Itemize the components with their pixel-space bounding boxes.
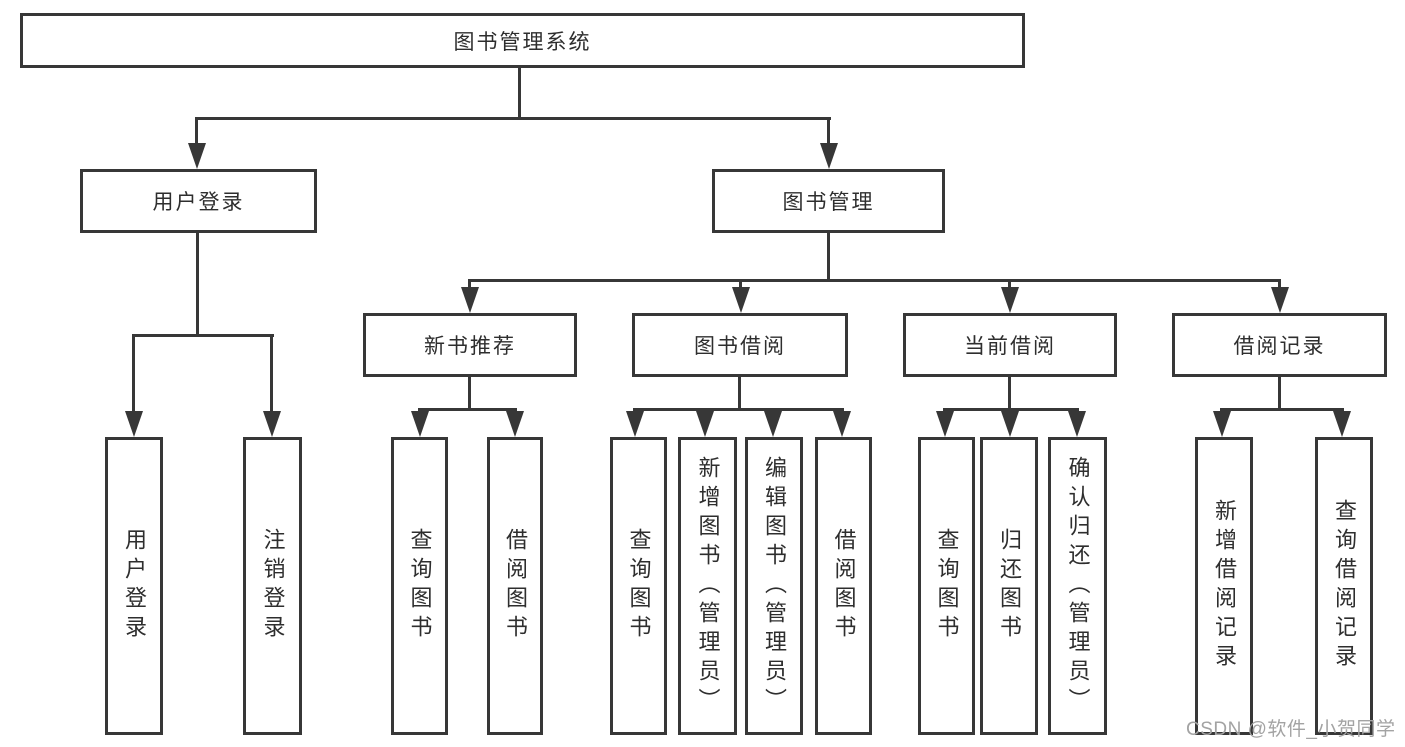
arrowhead-new-books [461, 287, 479, 313]
leaf-label: 用户登录 [122, 528, 147, 644]
arrowhead-current-return [1001, 411, 1019, 437]
connector-current-rail [943, 408, 1079, 411]
node-user-login-branch: 用户登录 [80, 169, 317, 233]
leaf-borrowing-edit-books-admin: 编辑图书（管理员） [745, 437, 803, 735]
arrowhead-current-confirm [1068, 411, 1086, 437]
node-book-management-branch: 图书管理 [712, 169, 945, 233]
leaf-logout: 注销登录 [243, 437, 302, 735]
connector-recommend-rail [418, 408, 517, 411]
arrowhead-user-login [188, 143, 206, 169]
arrowhead-current-borrow [1001, 287, 1019, 313]
connector-root-rail [196, 117, 831, 120]
connector-login-rail [132, 334, 274, 337]
connector-drop-user-login [195, 117, 198, 147]
arrowhead-borrowing-add [696, 411, 714, 437]
connector-root-stem [518, 67, 521, 118]
leaf-label: 编辑图书（管理员） [762, 455, 787, 717]
node-borrowing-records: 借阅记录 [1172, 313, 1387, 377]
connector-mgmt-rail [468, 279, 1281, 282]
leaf-borrowing-add-books-admin: 新增图书（管理员） [678, 437, 737, 735]
connector-drop-current-borrow [1008, 279, 1011, 291]
node-current-borrowing: 当前借阅 [903, 313, 1117, 377]
arrowhead-records-query [1333, 411, 1351, 437]
arrowhead-recommend-query [411, 411, 429, 437]
leaf-current-return-books: 归还图书 [980, 437, 1038, 735]
leaf-recommend-borrow-books: 借阅图书 [487, 437, 543, 735]
connector-records-rail [1220, 408, 1344, 411]
connector-drop-book-mgmt [827, 117, 830, 147]
arrowhead-records-add [1213, 411, 1231, 437]
leaf-borrowing-borrow-books: 借阅图书 [815, 437, 872, 735]
leaf-label: 借阅图书 [503, 528, 528, 644]
connector-mgmt-stem [827, 232, 830, 280]
connector-drop-book-borrow [739, 279, 742, 291]
connector-drop-logout-leaf [270, 334, 273, 413]
leaf-label: 新增图书（管理员） [695, 455, 721, 717]
connector-recommend-stem [468, 376, 471, 410]
connector-current-stem [1008, 376, 1011, 410]
leaf-label: 确认归还（管理员） [1065, 455, 1091, 717]
arrowhead-login-leaf [125, 411, 143, 437]
leaf-label: 归还图书 [997, 528, 1022, 644]
leaf-recommend-query-books: 查询图书 [391, 437, 448, 735]
arrowhead-logout-leaf [263, 411, 281, 437]
leaf-label: 查询图书 [626, 528, 652, 644]
leaf-label: 注销登录 [260, 528, 286, 644]
leaf-label: 查询图书 [407, 528, 433, 644]
connector-drop-new-books [468, 279, 471, 291]
connector-records-stem [1278, 376, 1281, 410]
arrowhead-book-borrow [732, 287, 750, 313]
leaf-current-confirm-return-admin: 确认归还（管理员） [1048, 437, 1107, 735]
node-book-borrowing: 图书借阅 [632, 313, 848, 377]
arrowhead-borrowing-query [626, 411, 644, 437]
leaf-label: 查询借阅记录 [1332, 499, 1357, 673]
node-library-management-system: 图书管理系统 [20, 13, 1025, 68]
arrowhead-book-mgmt [820, 143, 838, 169]
leaf-label: 借阅图书 [831, 528, 857, 644]
arrowhead-current-query [936, 411, 954, 437]
arrowhead-borrowing-borrow [833, 411, 851, 437]
connector-borrowing-rail [633, 408, 844, 411]
arrowhead-recommend-borrow [506, 411, 524, 437]
connector-login-stem [196, 232, 199, 336]
connector-drop-login-leaf [132, 334, 135, 413]
leaf-label: 新增借阅记录 [1212, 499, 1237, 673]
leaf-records-query-record: 查询借阅记录 [1315, 437, 1373, 735]
arrowhead-borrow-records [1271, 287, 1289, 313]
leaf-label: 查询图书 [934, 528, 960, 644]
connector-borrowing-stem [738, 376, 741, 410]
csdn-watermark: CSDN @软件_小贺同学 [1186, 719, 1396, 740]
leaf-user-login: 用户登录 [105, 437, 163, 735]
leaf-borrowing-query-books: 查询图书 [610, 437, 667, 735]
connector-drop-borrow-records [1278, 279, 1281, 291]
node-new-book-recommend: 新书推荐 [363, 313, 577, 377]
leaf-current-query-books: 查询图书 [918, 437, 975, 735]
leaf-records-add-record: 新增借阅记录 [1195, 437, 1253, 735]
arrowhead-borrowing-edit [764, 411, 782, 437]
